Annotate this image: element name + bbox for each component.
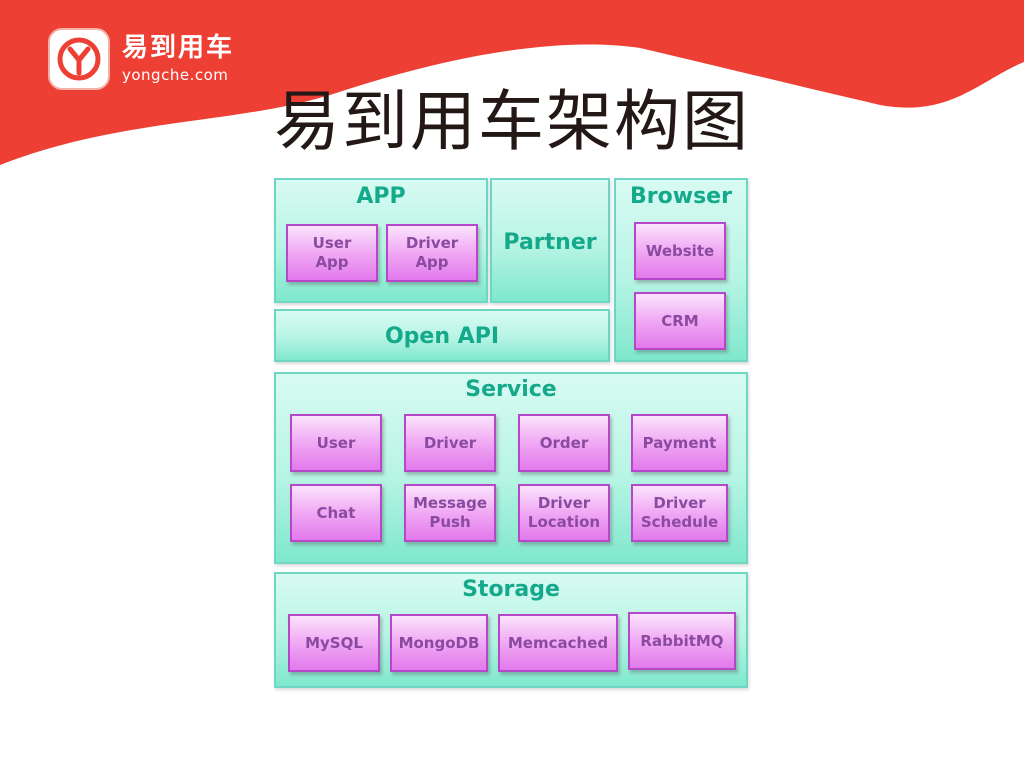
rabbitmq-box: RabbitMQ xyxy=(628,612,736,670)
app-panel: APP User App Driver App xyxy=(274,178,488,303)
mysql-box: MySQL xyxy=(288,614,380,672)
brand-domain: yongche.com xyxy=(122,66,229,84)
driver-app-box: Driver App xyxy=(386,224,478,282)
brand-logo[interactable]: 易到用车 yongche.com xyxy=(48,24,270,94)
open-api-panel: Open API xyxy=(274,309,610,362)
memcached-box: Memcached xyxy=(498,614,618,672)
user-service-box: User xyxy=(290,414,382,472)
page-title: 易到用车架构图 xyxy=(274,83,750,160)
driver-schedule-service-box: Driver Schedule xyxy=(631,484,728,542)
storage-panel: Storage MySQL MongoDB Memcached RabbitMQ xyxy=(274,572,748,688)
mongodb-box: MongoDB xyxy=(390,614,488,672)
header-banner xyxy=(0,0,1024,165)
storage-panel-title: Storage xyxy=(462,577,560,602)
message-push-service-box: Message Push xyxy=(404,484,496,542)
app-panel-title: APP xyxy=(356,184,406,209)
service-panel: Service User Driver Order Payment Chat M… xyxy=(274,372,748,564)
brand-name: 易到用车 xyxy=(122,33,235,63)
payment-service-box: Payment xyxy=(631,414,728,472)
partner-panel-title: Partner xyxy=(503,230,597,255)
service-panel-title: Service xyxy=(465,377,557,402)
crm-box: CRM xyxy=(634,292,726,350)
browser-panel-title: Browser xyxy=(630,184,732,209)
driver-location-service-box: Driver Location xyxy=(518,484,610,542)
website-box: Website xyxy=(634,222,726,280)
browser-panel: Browser Website CRM xyxy=(614,178,748,362)
clock-y-logo-icon xyxy=(48,28,110,90)
partner-panel: Partner xyxy=(490,178,610,303)
order-service-box: Order xyxy=(518,414,610,472)
user-app-box: User App xyxy=(286,224,378,282)
chat-service-box: Chat xyxy=(290,484,382,542)
open-api-panel-title: Open API xyxy=(384,324,500,349)
driver-service-box: Driver xyxy=(404,414,496,472)
